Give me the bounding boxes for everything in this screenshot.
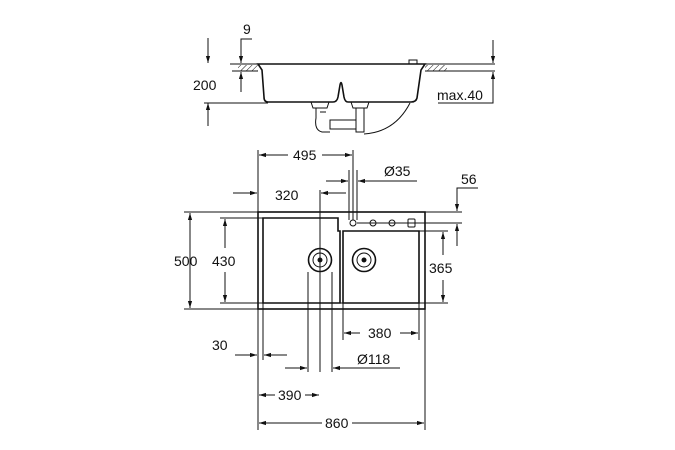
dim-drain-diameter: Ø118 bbox=[357, 351, 390, 367]
top-view: 495 Ø35 56 320 500 430 365 bbox=[174, 147, 478, 431]
dim-bowl-left-width: 390 bbox=[278, 387, 302, 403]
dim-bowl-right-depth: 365 bbox=[429, 260, 453, 276]
dim-bowl-left-depth: 430 bbox=[212, 253, 236, 269]
counter-hatch-left bbox=[238, 65, 258, 71]
waste-pipe bbox=[329, 119, 357, 130]
dim-width: 500 bbox=[174, 253, 198, 269]
dim-max-thickness: max.40 bbox=[437, 87, 483, 103]
dim-drain-left: 320 bbox=[275, 187, 299, 203]
waste-left bbox=[310, 101, 330, 133]
waste-right bbox=[350, 101, 370, 133]
sink-outline bbox=[257, 211, 426, 310]
dim-bowl-right-width: 380 bbox=[368, 325, 392, 341]
dim-depth: 200 bbox=[193, 77, 217, 93]
dim-tap-hole: Ø35 bbox=[384, 163, 411, 179]
dim-tap-offset: 495 bbox=[293, 147, 317, 163]
dim-tap-edge: 56 bbox=[461, 171, 477, 187]
left-bowl bbox=[262, 217, 341, 304]
dim-edge: 30 bbox=[212, 337, 228, 353]
overflow-hose bbox=[363, 102, 411, 135]
side-view: 200 9 max.40 bbox=[193, 21, 496, 135]
dim-length: 860 bbox=[325, 415, 349, 431]
counter-hatch-right bbox=[425, 65, 447, 71]
dim-rim: 9 bbox=[243, 21, 251, 37]
tap-hole bbox=[349, 219, 357, 227]
tap-hole-profile bbox=[408, 59, 418, 65]
sink-profile bbox=[256, 63, 427, 103]
drain-right bbox=[351, 247, 377, 273]
